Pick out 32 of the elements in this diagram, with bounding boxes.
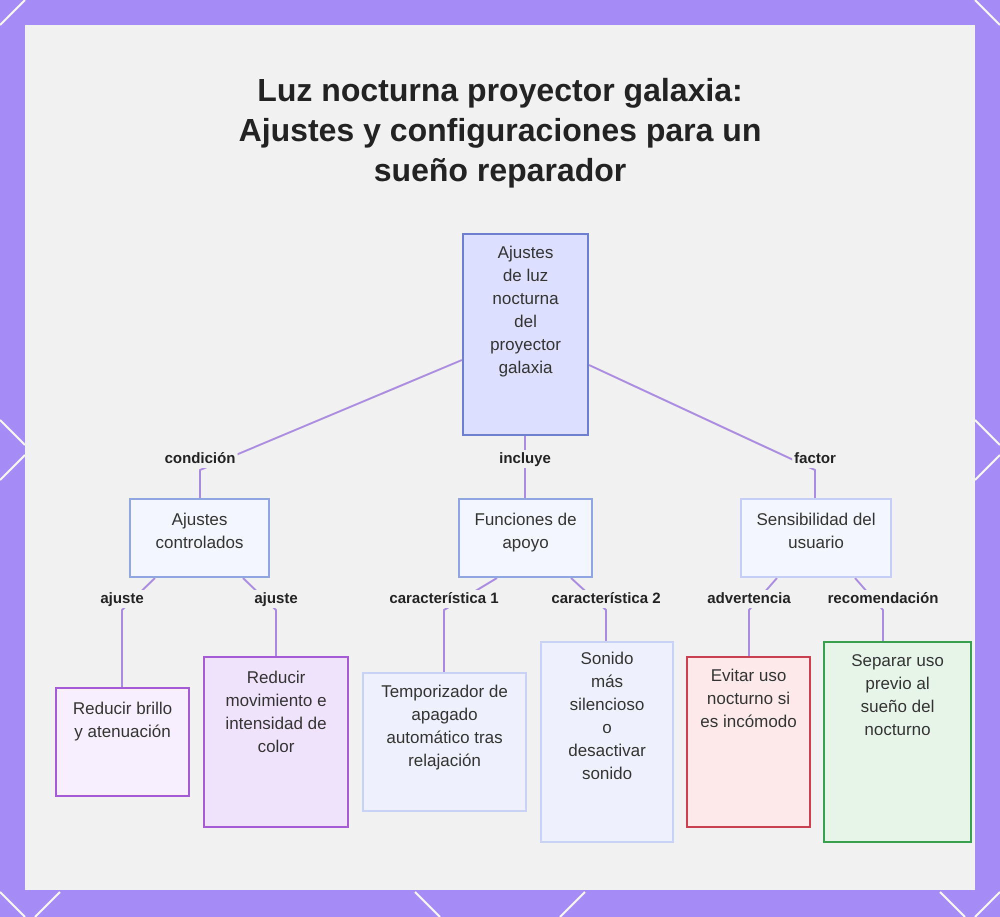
concept-box bbox=[129, 498, 270, 578]
concept-box bbox=[462, 233, 589, 436]
edge-label: característica 2 bbox=[549, 590, 663, 608]
edge-label: característica 1 bbox=[387, 590, 501, 608]
node-text: Ajustes de luz nocturna del proyector galaxia bbox=[489, 242, 562, 379]
edge-label: recomendación bbox=[826, 590, 940, 608]
node-text: Sensibilidad del usuario bbox=[755, 509, 877, 554]
edge-label: ajuste bbox=[98, 590, 146, 608]
concept-box bbox=[203, 656, 349, 828]
edge-label: incluye bbox=[497, 450, 553, 468]
edge-label: advertencia bbox=[705, 590, 793, 608]
connector-line bbox=[588, 364, 816, 498]
concept-box bbox=[458, 498, 593, 578]
node-text: Ajustes controlados bbox=[154, 509, 244, 554]
node-text: Evitar uso nocturno si es incómodo bbox=[700, 665, 797, 733]
concept-box bbox=[55, 687, 190, 797]
diagram-title: Luz nocturna proyector galaxia: Ajustes y configuraciones para un sueño reparador bbox=[238, 71, 762, 190]
concept-box bbox=[823, 641, 972, 843]
concept-box bbox=[686, 656, 811, 828]
concept-box bbox=[362, 672, 527, 812]
concept-box bbox=[540, 641, 674, 843]
node-text: Reducir brillo y atenuación bbox=[72, 698, 174, 743]
node-text: Separar uso previo al sueño del nocturno bbox=[850, 650, 945, 741]
connector-line bbox=[199, 359, 462, 498]
concept-box bbox=[740, 498, 892, 578]
edge-label: condición bbox=[162, 450, 238, 468]
edge-label: ajuste bbox=[252, 590, 300, 608]
node-text: Temporizador de apagado automático tras relajación bbox=[380, 681, 509, 772]
node-text: Funciones de apoyo bbox=[473, 509, 578, 554]
node-text: Sonido más silencioso o desactivar sonido bbox=[568, 648, 646, 785]
node-text: Reducir movimiento e intensidad de color bbox=[224, 667, 328, 758]
edge-label: factor bbox=[792, 450, 838, 468]
